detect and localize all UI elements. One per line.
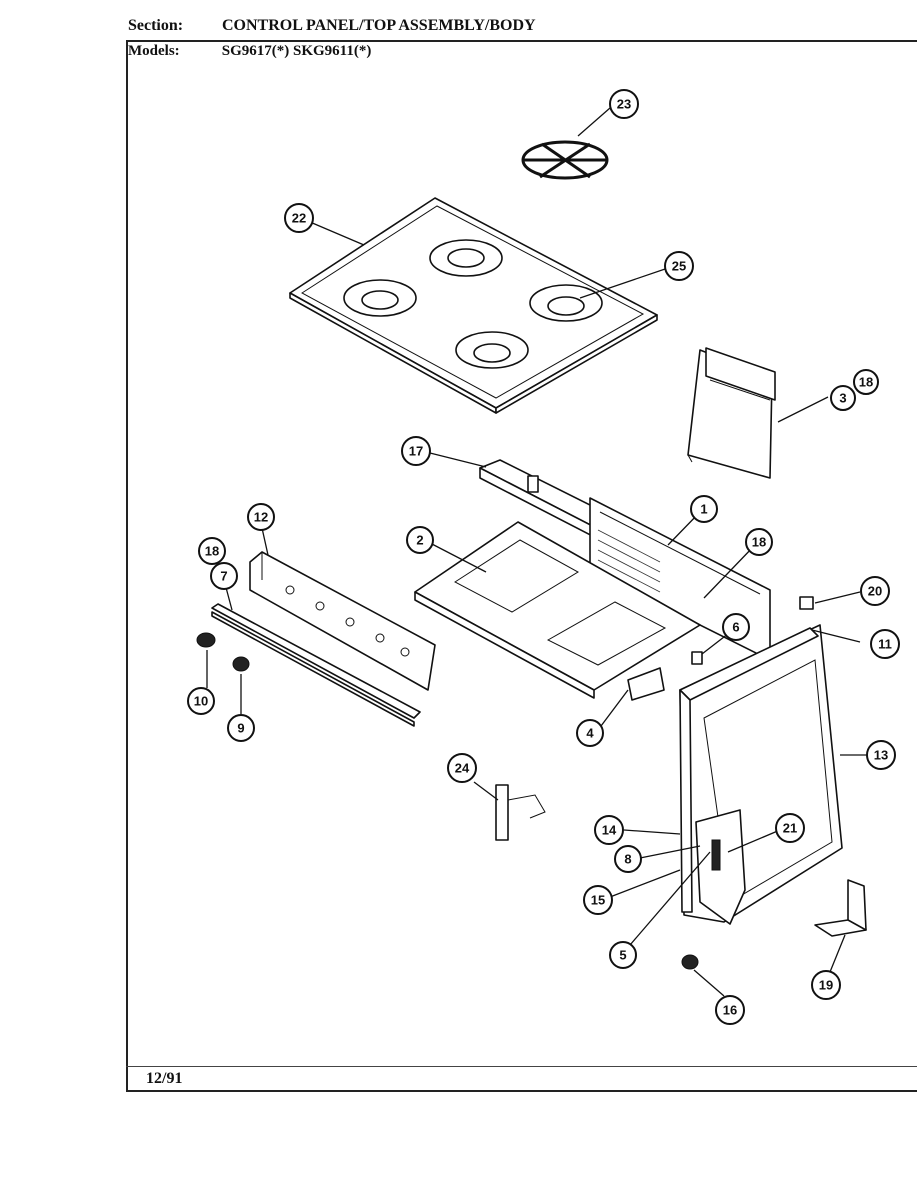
leveling-bracket-part <box>814 879 867 937</box>
callout-8: 8 <box>614 845 642 873</box>
page-header: Section: CONTROL PANEL/TOP ASSEMBLY/BODY… <box>128 14 917 64</box>
callout-9: 9 <box>227 714 255 742</box>
section-title: CONTROL PANEL/TOP ASSEMBLY/BODY <box>222 17 536 34</box>
models-line: Models: SG9617(*) SKG9611(*) <box>128 43 371 60</box>
svg-text:18: 18 <box>859 375 873 390</box>
svg-text:12: 12 <box>254 510 268 525</box>
burner-grate-part <box>521 140 609 180</box>
callout-25: 25 <box>664 251 694 281</box>
svg-text:8: 8 <box>624 852 631 867</box>
svg-text:20: 20 <box>868 584 882 599</box>
callout-24: 24 <box>447 753 477 783</box>
models-label: Models: <box>128 43 180 59</box>
callout-5: 5 <box>609 941 637 969</box>
callout-7: 7 <box>210 562 238 590</box>
callout-21: 21 <box>775 813 805 843</box>
callout-14: 14 <box>594 815 624 845</box>
callout-6: 6 <box>722 613 750 641</box>
svg-text:18: 18 <box>752 535 766 550</box>
knob-part-10 <box>196 632 216 648</box>
svg-text:18: 18 <box>205 544 219 559</box>
svg-text:7: 7 <box>220 569 227 584</box>
svg-text:23: 23 <box>617 97 631 112</box>
section-label: Section: <box>128 17 184 34</box>
callout-20: 20 <box>860 576 890 606</box>
hinge-assembly-part <box>695 809 746 925</box>
svg-text:15: 15 <box>591 893 605 908</box>
callout-22: 22 <box>284 203 314 233</box>
svg-text:13: 13 <box>874 748 888 763</box>
clip-part-20 <box>799 596 814 610</box>
diagram-frame <box>126 40 917 1092</box>
callout-13: 13 <box>866 740 896 770</box>
foot-part-16 <box>681 954 699 970</box>
brace-part-4 <box>627 667 665 701</box>
leader-lines <box>206 107 869 997</box>
svg-text:4: 4 <box>586 726 594 741</box>
control-panel-part <box>249 551 436 691</box>
callout-19: 19 <box>811 970 841 1000</box>
callout-18-right: 18 <box>853 369 879 395</box>
cooktop-part <box>289 197 658 414</box>
callout-16: 16 <box>715 995 745 1025</box>
callout-15: 15 <box>583 885 613 915</box>
svg-text:21: 21 <box>783 821 797 836</box>
section-line: Section: CONTROL PANEL/TOP ASSEMBLY/BODY <box>128 17 536 35</box>
svg-text:16: 16 <box>723 1003 737 1018</box>
svg-text:17: 17 <box>409 444 423 459</box>
svg-text:2: 2 <box>416 533 423 548</box>
callout-12: 12 <box>247 503 275 531</box>
callout-18-left: 18 <box>198 537 226 565</box>
svg-text:14: 14 <box>602 823 617 838</box>
svg-text:22: 22 <box>292 211 306 226</box>
svg-text:19: 19 <box>819 978 833 993</box>
callout-23: 23 <box>609 89 639 119</box>
callout-18-center: 18 <box>745 528 773 556</box>
svg-text:24: 24 <box>455 761 470 776</box>
callout-11: 11 <box>870 629 900 659</box>
bracket-part-24 <box>495 784 546 841</box>
svg-text:5: 5 <box>619 948 626 963</box>
control-trim-part <box>211 603 421 727</box>
front-frame-part <box>679 627 819 913</box>
callout-17: 17 <box>401 436 431 466</box>
svg-text:1: 1 <box>700 502 707 517</box>
callout-4: 4 <box>576 719 604 747</box>
knob-part-9 <box>232 656 250 672</box>
date-code: 12/91 <box>146 1070 183 1087</box>
callout-3: 3 <box>830 385 856 411</box>
svg-text:10: 10 <box>194 694 208 709</box>
callout-1: 1 <box>690 495 718 523</box>
footer-rule <box>126 1066 917 1067</box>
svg-text:9: 9 <box>237 721 244 736</box>
base-pan-part <box>414 521 701 699</box>
rear-panel-part <box>687 347 776 479</box>
callout-10: 10 <box>187 687 215 715</box>
callout-2: 2 <box>406 526 434 554</box>
svg-text:11: 11 <box>878 637 892 652</box>
models-value: SG9617(*) SKG9611(*) <box>221 43 372 59</box>
svg-text:25: 25 <box>672 259 686 274</box>
svg-text:6: 6 <box>732 620 739 635</box>
svg-text:3: 3 <box>839 391 846 406</box>
clip-part-6 <box>691 651 703 665</box>
